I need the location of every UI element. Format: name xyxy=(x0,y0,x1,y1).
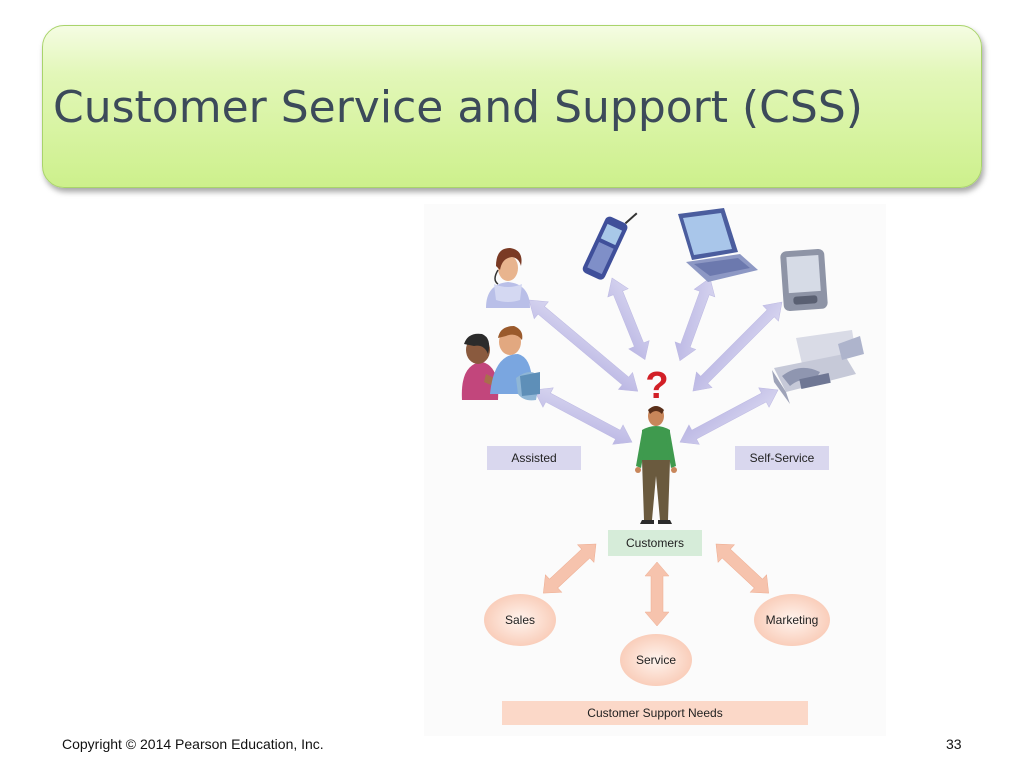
assisted-label-bar xyxy=(487,446,581,470)
arrow-customers-sales xyxy=(543,543,597,594)
fax-machine-icon xyxy=(772,330,864,404)
arrow-laptop-customer xyxy=(674,277,716,362)
service-circle xyxy=(620,634,692,686)
self-service-label: Self-Service xyxy=(750,451,815,465)
support-needs-bar xyxy=(502,701,808,725)
arrow-fax-customer xyxy=(679,387,779,445)
arrow-pda-customer xyxy=(692,301,783,392)
laptop-icon xyxy=(678,208,758,282)
channel-arrows xyxy=(528,277,783,445)
customer-person-icon xyxy=(635,406,677,524)
customers-label-bar xyxy=(608,530,702,556)
marketing-label: Marketing xyxy=(766,613,819,627)
arrow-customers-marketing xyxy=(715,543,769,594)
copyright-text: Copyright © 2014 Pearson Education, Inc. xyxy=(62,736,324,752)
support-needs-label: Customer Support Needs xyxy=(587,706,722,720)
css-diagram: ? Assisted Self-Service Customers Sales … xyxy=(461,208,864,725)
cell-phone-icon xyxy=(582,212,638,280)
slide-title: Customer Service and Support (CSS) xyxy=(53,82,863,133)
self-service-label-bar xyxy=(735,446,829,470)
customers-label: Customers xyxy=(626,536,684,550)
title-box: Customer Service and Support (CSS) xyxy=(42,25,982,188)
arrow-phone-customer xyxy=(607,277,650,361)
assisting-staff-icon xyxy=(461,326,540,401)
service-label: Service xyxy=(636,653,676,667)
sales-circle xyxy=(484,594,556,646)
sales-label: Sales xyxy=(505,613,535,627)
arrow-agent-customer xyxy=(528,299,639,392)
call-center-agent-icon xyxy=(486,248,530,308)
arrow-staff-customer xyxy=(533,387,633,445)
arrow-customers-service xyxy=(644,561,670,627)
marketing-circle xyxy=(754,594,830,646)
needs-arrows xyxy=(543,543,769,627)
question-mark: ? xyxy=(645,365,668,407)
pda-icon xyxy=(780,248,828,312)
page-number: 33 xyxy=(946,736,962,752)
assisted-label: Assisted xyxy=(511,451,556,465)
